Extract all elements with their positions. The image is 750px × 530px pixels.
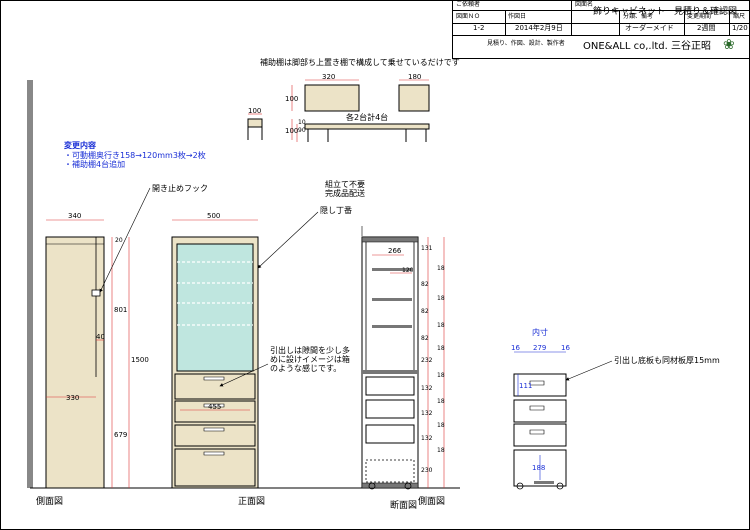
- dim-111: 111: [519, 382, 533, 390]
- dim-100-b: 100: [285, 95, 299, 103]
- front-view-label: 正面図: [238, 497, 266, 507]
- category-label: 分類、備考: [623, 13, 654, 20]
- scale-label: 縮尺: [733, 13, 746, 20]
- dim-18-h: 18: [437, 447, 445, 454]
- maker-logo-icon: ❀: [723, 37, 735, 53]
- maker-label: 見積り、作図、設計、製作者: [487, 40, 565, 47]
- date-label: 作図日: [508, 13, 527, 20]
- section-view-label: 断面図: [390, 501, 418, 511]
- category: オーダーメイド: [625, 24, 674, 32]
- dim-10: 10: [298, 119, 306, 126]
- aux-shelf-note: 補助棚は脚部ち上置き棚で構成して乗せているだけです: [260, 58, 460, 67]
- inner-dim-label: 内寸: [532, 328, 548, 337]
- hook-leader: [99, 187, 151, 293]
- drawer-bottom-note: 引出し底板も同材板厚15mm: [614, 356, 720, 365]
- dim-40: 40: [96, 333, 105, 341]
- change-item-1: ・可動棚奥行き158→120mm3枚→2枚: [64, 151, 206, 160]
- dim-18-e: 18: [437, 372, 445, 379]
- dim-100-a: 100: [248, 107, 262, 115]
- drawer-bottom-leader: [565, 360, 613, 381]
- dim-82-a: 82: [421, 281, 429, 288]
- drawer-note-3: のような感じです。: [270, 364, 342, 373]
- dim-132-c: 132: [421, 435, 433, 442]
- drawing-name-label: 図面名: [575, 1, 594, 8]
- dim-330: 330: [66, 394, 80, 402]
- dim-16-b: 16: [561, 344, 570, 352]
- drawer-leader: [219, 363, 269, 387]
- dim-18-g: 18: [437, 422, 445, 429]
- side-view-cabinet: [45, 219, 130, 489]
- dim-230: 230: [421, 467, 433, 474]
- dim-20: 20: [115, 237, 123, 244]
- dim-18-f: 18: [437, 398, 445, 405]
- change-item-2: ・補助棚4台追加: [64, 160, 126, 169]
- customer-label: ご依頼者: [456, 1, 481, 8]
- assembly-note: 組立て不要 完成品配送: [325, 180, 365, 198]
- drawing-no-label: 図面ＮＯ: [456, 13, 481, 20]
- dim-279: 279: [533, 344, 547, 352]
- lead-time-label: 変更期間: [687, 13, 712, 20]
- aux-shelf-views: [247, 79, 430, 142]
- dim-18-d: 18: [437, 345, 445, 352]
- dim-120: 120: [402, 267, 414, 274]
- aux-total: 各2台計4台: [346, 113, 389, 122]
- dim-188: 188: [532, 464, 546, 472]
- dim-90: 90: [298, 127, 306, 134]
- dim-455: 455: [208, 403, 222, 411]
- dim-18-b: 18: [437, 295, 445, 302]
- dim-500: 500: [207, 212, 221, 220]
- dim-340: 340: [68, 212, 82, 220]
- dim-320: 320: [322, 73, 336, 81]
- dim-100-c: 100: [285, 127, 299, 135]
- dim-82-c: 82: [421, 335, 429, 342]
- drawing-no: 1-2: [473, 24, 485, 32]
- dim-1500: 1500: [131, 356, 149, 364]
- dim-131: 131: [421, 245, 433, 252]
- front-view-cabinet: [171, 219, 259, 489]
- drawer-note-2: めに設けイメージは箱: [270, 355, 350, 364]
- dim-679: 679: [114, 431, 128, 439]
- change-box: [59, 137, 221, 169]
- side-view-label-2: 側面図: [418, 497, 446, 507]
- side-view-label: 側面図: [36, 497, 64, 507]
- dim-801: 801: [114, 306, 128, 314]
- section-view-cabinet: [361, 236, 445, 490]
- dim-16-a: 16: [511, 344, 520, 352]
- change-title: 変更内容: [64, 141, 96, 150]
- dim-82-b: 82: [421, 308, 429, 315]
- dim-132-b: 132: [421, 410, 433, 417]
- dim-266: 266: [388, 247, 402, 255]
- date: 2014年2月9日: [515, 24, 563, 32]
- concealed-hinge-note: 隠し丁番: [320, 206, 352, 215]
- lead-time: 2週間: [697, 24, 716, 32]
- drawer-detail: [513, 351, 567, 490]
- scale: 1/20: [732, 24, 748, 32]
- hook-note: 開き止めフック: [152, 184, 208, 193]
- drawing-name: 飾りキャビネット 見積り＆確認図: [593, 7, 738, 17]
- drawer-note-1: 引出しは隙間を少し多: [270, 346, 350, 355]
- dim-180: 180: [408, 73, 422, 81]
- dim-18-a: 18: [437, 265, 445, 272]
- dim-132-a: 132: [421, 385, 433, 392]
- maker: ONE&ALL co,.ltd. 三谷正昭: [583, 41, 712, 52]
- dim-18-c: 18: [437, 322, 445, 329]
- dim-232: 232: [421, 357, 433, 364]
- title-block: ご依頼者 図面名 飾りキャビネット 見積り＆確認図 図面ＮＯ 1-2 作図日 2…: [452, 0, 749, 59]
- hinge-leader: [257, 211, 319, 269]
